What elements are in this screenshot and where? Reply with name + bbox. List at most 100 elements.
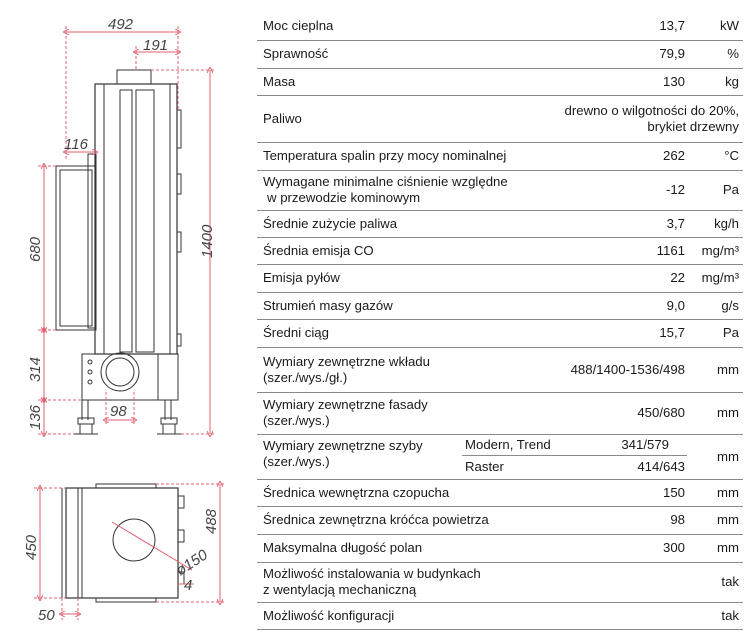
spec-row: Masa 130 kg [257,68,743,96]
spec-label: Średnie zużycie paliwa [263,215,398,231]
spec-value: 488/1400-1536/498 [570,361,685,377]
dim-leg-height: 136 [27,404,44,430]
dim-plan-depth: 488 [203,508,220,534]
dim-lower-height: 314 [27,357,44,382]
spec-label-line: Wymagane minimalne ciśnienie względne [263,174,508,189]
spec-value: 22 [670,270,685,285]
spec-unit: mg/m³ [701,242,739,258]
spec-label: Temperatura spalin przy mocy nominalnej [263,148,507,163]
spec-label-line: Wymiary zewnętrzne fasady [263,397,428,412]
spec-unit: mm [717,484,739,500]
spec-label-line: Wymiary zewnętrzne wkładu [263,353,430,369]
spec-value: 98 [670,512,685,527]
technical-drawing: 492 191 116 1400 680 314 136 98 450 488 … [0,0,240,634]
spec-value: 450/680 [637,405,685,420]
spec-label: Średnia emisja CO [263,242,374,258]
spec-unit: % [727,46,739,61]
plan-view [61,483,185,603]
facade-panel [55,165,97,331]
spec-label: Możliwość konfiguracji [263,607,395,623]
dim-small-offset: 4 [184,577,192,594]
spec-value-line: brykiet drzewny [647,118,739,134]
spec-unit: kW [719,18,739,33]
dim-flue-diameter: ø150 [173,546,211,579]
spec-value-line: drewno o wilgotności do 20%, [564,102,739,118]
spec-unit: mm [717,405,739,420]
spec-unit: mm [717,512,739,527]
spec-row: Średnia emisja CO 1161 mg/m³ [257,237,743,265]
glass-variant-value: 414/643 [637,459,685,474]
spec-row: Średnie zużycie paliwa 3,7 kg/h [257,210,743,238]
spec-label-line: w przewodzie kominowym [267,190,421,205]
dim-total-height: 1400 [199,224,216,258]
spec-label: Strumień masy gazów [263,297,393,313]
spec-label: Wymiary zewnętrzne szyby(szer./wys.) [263,438,423,470]
technical-drawing-svg: 492 191 116 1400 680 314 136 98 450 488 … [23,16,226,624]
spec-label: Moc cieplna [263,18,334,33]
spec-value: 150 [662,484,685,500]
spec-row: Sprawność 79,9% [257,40,743,69]
dim-side-offset: 50 [38,607,55,624]
spec-value: tak [721,574,739,589]
dim-total-width: 492 [108,16,134,33]
spec-unit: mg/m³ [701,270,739,285]
spec-row: Wymiary zewnętrzne wkładu(szer./wys./gł.… [257,347,743,393]
plan-flue-circle [112,518,156,562]
dim-flue-offset: 98 [110,403,127,420]
dim-door-offset: 116 [64,136,89,153]
spec-value: 9,0 [666,297,685,313]
spec-unit: mm [717,448,739,464]
spec-row: Wymiary zewnętrzne szyby(szer./wys.) Mode… [257,434,743,480]
spec-row: Strumień masy gazów 9,0 g/s [257,292,743,320]
front-elevation [55,69,182,435]
spec-label-line: (szer./wys.) [263,454,330,469]
dim-offset-top: 191 [143,37,168,54]
spec-label-line: z wentylacją mechaniczną [263,582,417,597]
spec-label-line: Wymiary zewnętrzne szyby [263,438,423,453]
spec-label: Średnica wewnętrzna czopucha [263,484,450,500]
dim-facade-height: 680 [27,236,44,262]
spec-value: 262 [662,148,685,163]
spec-label-line: (szer./wys./gł.) [263,369,348,385]
spec-label: Maksymalna długość polan [263,540,423,555]
spec-unit: g/s [721,297,739,313]
spec-unit: mm [717,361,739,377]
spec-value: 3,7 [666,215,685,231]
spec-label: Paliwo [263,110,302,126]
spec-row: Paliwo drewno o wilgotności do 20%,brykie… [257,95,743,143]
spec-row: Wymiary zewnętrzne fasady(szer./wys.) 450… [257,392,743,435]
spec-value: -12 [665,182,685,197]
spec-value: 130 [662,73,685,89]
spec-row: Moc cieplna 13,7 kW [257,12,743,41]
spec-label: Masa [263,73,296,89]
spec-label: Sprawność [263,46,329,61]
air-inlet-circle [100,352,140,392]
spec-value: tak [721,607,739,623]
spec-value: 79,9 [659,46,685,61]
spec-row: Możliwość konfiguracji tak [257,602,743,630]
spec-unit: °C [724,148,739,163]
door-frame-right [135,89,155,353]
plan-body [65,487,179,599]
spec-row: Temperatura spalin przy mocy nominalnej 2… [257,142,743,171]
lower-box [81,353,159,401]
spec-value: 1161 [656,242,685,258]
spec-unit: kg [725,73,739,89]
spec-value: 15,7 [659,325,685,340]
glass-variant-value: 341/579 [621,437,669,452]
spec-label-line: (szer./wys.) [263,413,330,428]
spec-unit: kg/h [714,215,739,231]
spec-row: Średnica wewnętrzna czopucha 150 mm [257,479,743,507]
spec-unit: Pa [722,182,739,197]
glass-variant-name: Modern, Trend [465,437,551,452]
spec-label-line: Możliwość instalowania w budynkach [263,566,481,581]
spec-label: Wymiary zewnętrzne wkładu(szer./wys./gł.… [263,354,430,386]
spec-value: 13,7 [659,18,685,33]
glass-variant-name: Raster [465,459,504,474]
dimensions: 492 191 116 1400 680 314 136 98 450 488 … [23,16,226,624]
